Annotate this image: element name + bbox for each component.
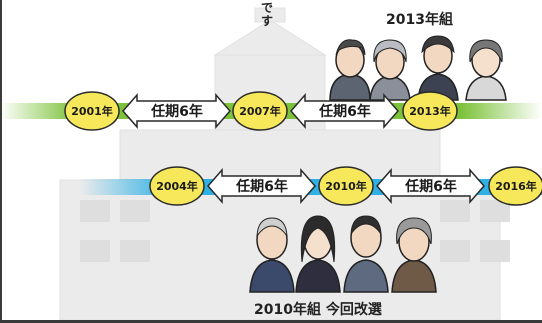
year-marker-2016: 2016年	[488, 166, 542, 206]
term-label: 任期6年	[318, 103, 371, 120]
year-label: 2004年	[156, 179, 198, 193]
year-marker-2004: 2004年	[149, 166, 205, 206]
year-marker-2001: 2001年	[64, 91, 120, 131]
year-label: 2010年	[325, 179, 367, 193]
person-2010-3	[343, 215, 389, 293]
frame-left-border	[0, 0, 2, 323]
person-2013-3	[417, 35, 459, 101]
term-arrow-top-1: 任期6年	[122, 93, 231, 129]
frame-bottom-border	[0, 320, 542, 323]
person-2010-2	[295, 215, 341, 293]
person-2013-1	[329, 39, 371, 101]
person-2010-1	[249, 217, 295, 293]
term-label: 任期6年	[404, 178, 457, 195]
year-marker-2010: 2010年	[318, 166, 374, 206]
person-2013-2	[369, 39, 411, 101]
term-label: 任期6年	[235, 178, 288, 195]
year-label: 2016年	[495, 179, 537, 193]
year-label: 2013年	[409, 104, 451, 118]
year-marker-2013: 2013年	[402, 91, 458, 131]
year-label: 2001年	[71, 104, 113, 118]
year-label: 2007年	[239, 104, 281, 118]
group-2013-title: 2013年組	[386, 12, 453, 28]
term-arrow-top-2: 任期6年	[290, 93, 399, 129]
year-marker-2007: 2007年	[232, 91, 288, 131]
group-2010-title: 2010年組 今回改選	[254, 302, 382, 318]
person-2013-4	[465, 39, 507, 101]
person-2010-4	[391, 217, 437, 293]
term-label: 任期6年	[150, 103, 203, 120]
term-arrow-bottom-1: 任期6年	[207, 168, 316, 204]
term-arrow-bottom-2: 任期6年	[376, 168, 485, 204]
vertical-note: です	[260, 1, 273, 28]
